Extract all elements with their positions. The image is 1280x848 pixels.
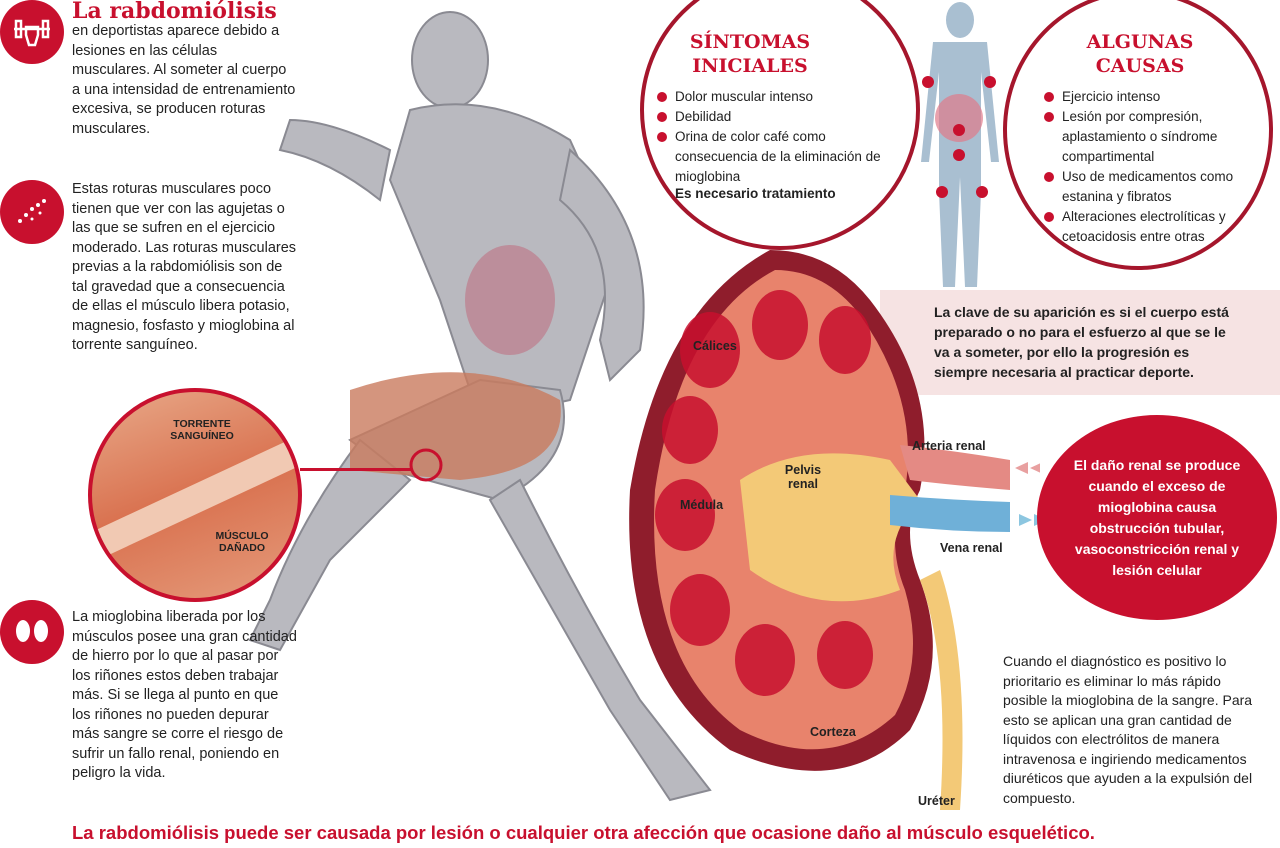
cause-item: Alteraciones electrolíticas y cetoacidos…: [1042, 207, 1252, 247]
label-vena: Vena renal: [940, 541, 1003, 555]
label-musculo: MÚSCULO DAÑADO: [215, 530, 269, 554]
symptoms-circle: [640, 0, 920, 250]
symptoms-title-1: SÍNTOMAS: [689, 31, 811, 53]
intro-text: en deportistas aparece debido a lesiones…: [72, 23, 296, 137]
label-pelvis: Pelvis renal: [784, 463, 822, 491]
cause-item: Uso de medicamentos como estanina y fibr…: [1042, 167, 1252, 207]
diagnosis-text: Cuando el diagnóstico es positivo lo pri…: [1003, 653, 1253, 806]
myoglobin-text: La mioglobina liberada por los músculos …: [72, 609, 297, 781]
symptoms-list: Dolor muscular intenso Debilidad Orina d…: [655, 87, 885, 187]
causes-circle: [1003, 0, 1273, 270]
particles-icon: [0, 180, 64, 244]
symptoms-title-2: INICIALES: [692, 55, 808, 77]
symptom-item: Debilidad: [655, 107, 885, 127]
label-ureter: Uréter: [918, 794, 955, 808]
causes-title-2: CAUSAS: [1095, 55, 1185, 77]
label-medula: Médula: [680, 498, 724, 512]
muscle-inset-circle: TORRENTE SANGUÍNEO MÚSCULO DAÑADO: [88, 388, 302, 602]
cause-item: Ejercicio intenso: [1042, 87, 1252, 107]
renal-damage-text: El daño renal se produce cuando el exces…: [1073, 456, 1241, 578]
zoom-marker: [409, 448, 443, 482]
label-torrente: TORRENTE SANGUÍNEO: [170, 418, 234, 442]
causes-list: Ejercicio intenso Lesión por compresión,…: [1042, 87, 1252, 247]
key-box-text: La clave de su aparición es si el cuerpo…: [934, 304, 1229, 380]
renal-damage-circle: El daño renal se produce cuando el exces…: [1037, 415, 1277, 620]
cause-item: Lesión por compresión, aplastamiento o s…: [1042, 107, 1252, 167]
label-arteria: Arteria renal: [912, 439, 986, 453]
symptom-item: Orina de color café como consecuencia de…: [655, 127, 885, 187]
causes-title-1: ALGUNAS: [1086, 31, 1194, 53]
symptoms-note: Es necesario tratamiento: [675, 186, 836, 201]
footer-caption: La rabdomiólisis puede ser causada por l…: [72, 822, 1095, 843]
rupture-text: Estas roturas musculares poco tienen que…: [72, 181, 297, 353]
key-box: [880, 290, 1280, 395]
runner-anatomy-illustration: [248, 11, 712, 802]
human-body-silhouette: [921, 2, 999, 287]
label-calices: Cálices: [693, 339, 737, 353]
kidney-illustration: [629, 250, 1040, 810]
label-corteza: Corteza: [810, 725, 856, 739]
kidneys-icon: [0, 600, 64, 664]
symptom-item: Dolor muscular intenso: [655, 87, 885, 107]
intro-title: La rabdomiólisis: [72, 0, 277, 24]
connector-line: [300, 468, 412, 471]
dumbbell-fist-icon: [0, 0, 64, 64]
